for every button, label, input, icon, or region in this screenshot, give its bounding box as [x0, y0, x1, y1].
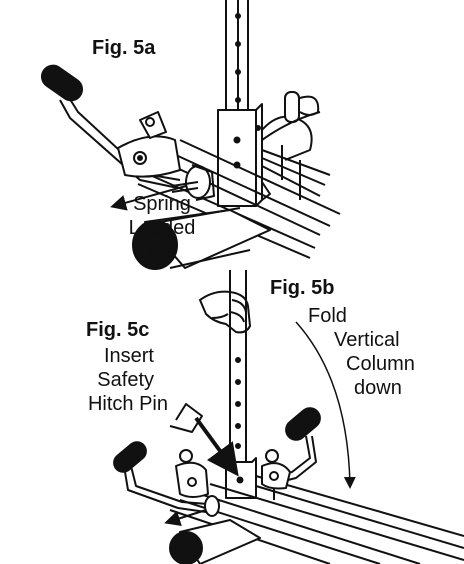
insert-hitch-pin-label: Insert Safety Hitch Pin [60, 344, 168, 416]
hand-gripping-column [199, 290, 251, 334]
spring-pin-knob-5b [204, 495, 220, 517]
callout-line: Spring [133, 193, 191, 215]
fold-column-label: Fold Vertical Column down [296, 304, 446, 400]
pull-arrow-5a [110, 185, 187, 211]
callout-line: Loaded [128, 217, 196, 239]
callout-line: Column [346, 353, 415, 375]
fig-5-arrows [164, 321, 356, 527]
callout-line: Fold [308, 305, 347, 327]
fig-5a-drawing [40, 0, 341, 270]
callout-line: down [354, 377, 402, 399]
hitch-pin [169, 403, 203, 433]
base-rails-5a [137, 139, 341, 259]
fig-5c-title: Fig. 5c [86, 319, 150, 341]
callout-line: Hitch Pin [87, 393, 168, 415]
foot-tube-5b [169, 519, 261, 564]
fig-5b-title: Fig. 5b [270, 277, 335, 299]
spring-loaded-pin-label: Spring Loaded Pin [120, 192, 204, 264]
callout-line: Safety [97, 369, 154, 391]
right-handle-5b [261, 407, 321, 490]
callout-line: Vertical [334, 329, 400, 351]
vertical-column-lower [225, 270, 257, 499]
left-handle-5b [113, 441, 209, 513]
base-rails-5b [169, 470, 464, 564]
fold-arrow-5b [295, 321, 356, 489]
left-handle-5a [40, 64, 181, 189]
fig-5b-drawing [113, 270, 464, 564]
callout-line: Insert [103, 345, 154, 367]
right-bracket-5a [261, 91, 321, 161]
fig-5a-title: Fig. 5a [92, 37, 156, 59]
foot-tube-5a [132, 207, 271, 270]
callout-line: Pin [147, 241, 177, 263]
pull-arrow-5b [164, 509, 207, 527]
insert-arrow-5c [194, 416, 239, 477]
spring-pin-knob-5a [171, 164, 215, 201]
